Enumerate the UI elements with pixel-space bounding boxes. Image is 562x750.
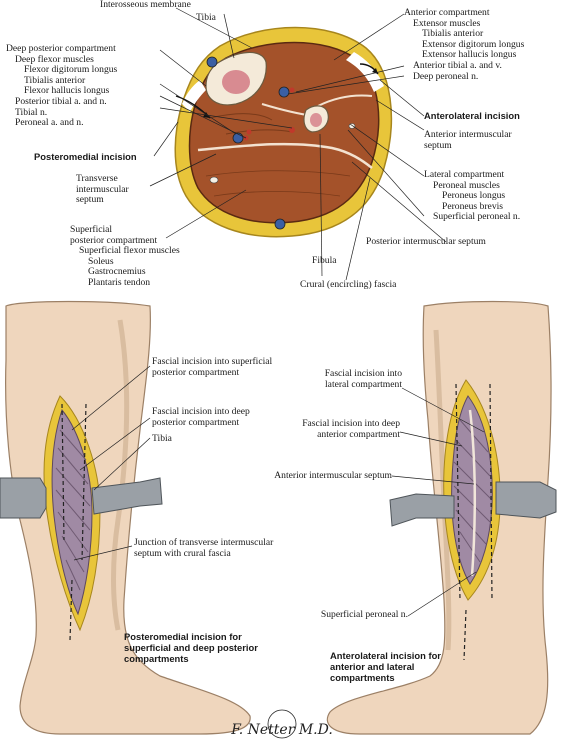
right-retractor-right <box>495 481 557 519</box>
right-septum-strip <box>468 409 477 577</box>
leader-lines <box>71 7 485 617</box>
label-tibia: Tibia <box>196 12 216 23</box>
label-right-anterior-septum: Anterior intermuscular septum <box>274 470 392 481</box>
left-dashed-lines <box>61 403 87 641</box>
right-leg-figure <box>326 300 557 735</box>
posteromedial-gap <box>182 80 206 112</box>
label-left-junction: Junction of transverse intermuscular sep… <box>134 537 274 559</box>
label-anterior-compartment: Anterior compartment Extensor muscles Ti… <box>404 7 525 82</box>
left-leg-figure <box>0 300 251 735</box>
anterolateral-gap <box>346 52 384 92</box>
transverse-septum <box>197 142 373 169</box>
left-incision-muscle <box>51 408 93 616</box>
left-retractor-right <box>91 477 163 515</box>
posterior-tibial-vessels <box>232 132 244 144</box>
right-retractor-left <box>389 493 455 527</box>
left-retractor-left <box>0 477 47 519</box>
leg-cross-section <box>174 26 393 238</box>
left-caption: Posteromedial incision for superficial a… <box>124 631 258 664</box>
sural-nerve <box>209 176 219 184</box>
left-muscle-fibers <box>55 429 91 591</box>
label-anterolateral-incision: Anterolateral incision <box>424 110 520 121</box>
label-fibula: Fibula <box>312 255 337 266</box>
right-caption: Anterolateral incision for anterior and … <box>330 650 441 683</box>
anterior-tibial-vessels <box>278 86 290 98</box>
label-right-fascial-lateral: Fascial incision into lateral compartmen… <box>324 368 402 390</box>
label-posteromedial-incision: Posteromedial incision <box>34 151 137 162</box>
superficial-compartment-lines <box>205 170 351 197</box>
right-dashed-lines <box>455 383 493 661</box>
right-leg-shading <box>433 329 452 651</box>
label-left-fascial-superficial: Fascial incision into superficial poster… <box>152 356 273 378</box>
label-transverse-septum: Transverse intermuscular septum <box>76 173 129 206</box>
fibula-marrow <box>310 113 322 127</box>
anterior-septum-line <box>317 94 373 107</box>
label-right-superficial-peroneal: Superficial peroneal n. <box>320 609 408 620</box>
small-saphenous-vein <box>274 218 286 230</box>
label-posterior-intermuscular-septum: Posterior intermuscular septum <box>366 236 486 247</box>
peroneal-vessels <box>289 127 295 133</box>
label-anterior-intermuscular-septum: Anterior intermuscular septum <box>424 129 512 151</box>
label-lateral-compartment: Lateral compartment Peroneal muscles Per… <box>424 169 521 223</box>
label-crural-fascia: Crural (encircling) fascia <box>300 279 397 290</box>
label-deep-posterior-compartment: Deep posterior compartment Deep flexor m… <box>6 43 118 129</box>
label-right-fascial-deep: Fascial incision into deep anterior comp… <box>302 418 400 440</box>
label-superficial-posterior-compartment: Superficial posterior compartment Superf… <box>70 224 180 288</box>
saphenous-vein <box>206 56 218 68</box>
signature-text: F. Netter M.D. <box>230 722 333 738</box>
netter-signature: F. Netter M.D. <box>230 709 333 739</box>
label-interosseous-membrane: Interosseous membrane <box>100 0 191 10</box>
label-left-tibia: Tibia <box>152 433 172 444</box>
label-left-fascial-deep: Fascial incision into deep posterior com… <box>152 406 250 428</box>
tibia-marrow <box>222 70 250 94</box>
